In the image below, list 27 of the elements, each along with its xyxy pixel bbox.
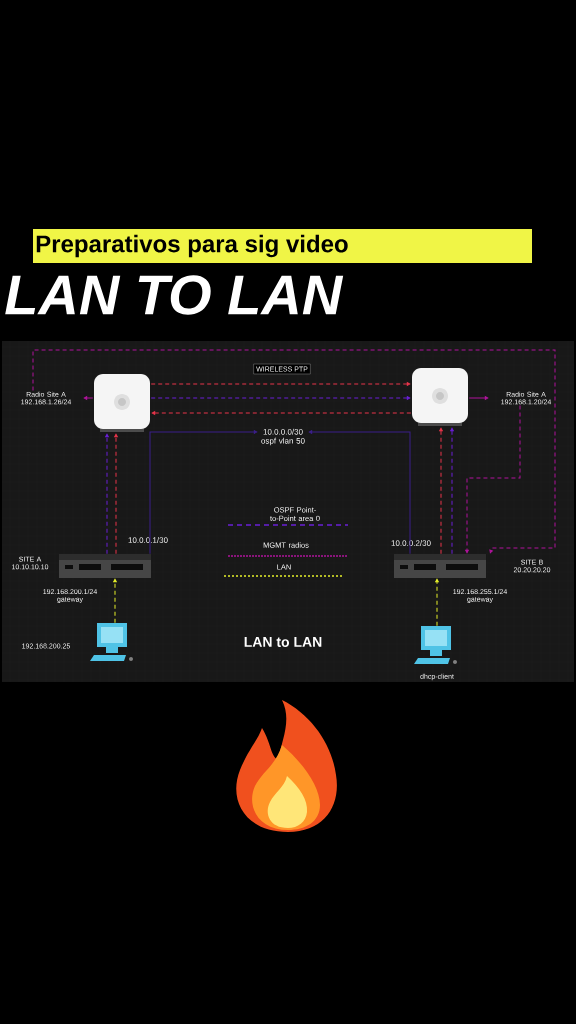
radio-drawing — [412, 368, 468, 426]
router-drawing — [59, 554, 151, 578]
computer-drawing — [90, 623, 133, 661]
arrow — [465, 405, 521, 554]
ip-label: 10.0.0.1/30 — [128, 537, 168, 543]
arrow — [32, 349, 556, 554]
center-label: LAN to LAN — [244, 637, 322, 647]
arrow — [435, 578, 439, 627]
arrow — [113, 578, 117, 624]
arrow — [105, 433, 109, 555]
arrow — [150, 382, 411, 386]
banner: Preparativos para sig video — [33, 229, 532, 263]
router-drawing — [394, 554, 486, 578]
arrow — [468, 396, 489, 400]
heading: LAN TO LAN — [5, 275, 344, 315]
arrow — [150, 396, 411, 400]
link-label: 10.0.0.0/30 ospf vlan 50 — [261, 428, 305, 446]
arrow — [450, 427, 454, 555]
computer-drawing — [414, 626, 457, 664]
arrow — [114, 433, 118, 555]
arrow — [83, 396, 94, 400]
radio-drawing — [94, 374, 150, 432]
ip-label: 10.0.0.2/30 — [391, 540, 431, 546]
arrow — [149, 430, 258, 555]
arrow — [151, 411, 412, 415]
arrow — [439, 427, 443, 555]
arrow — [308, 430, 411, 555]
